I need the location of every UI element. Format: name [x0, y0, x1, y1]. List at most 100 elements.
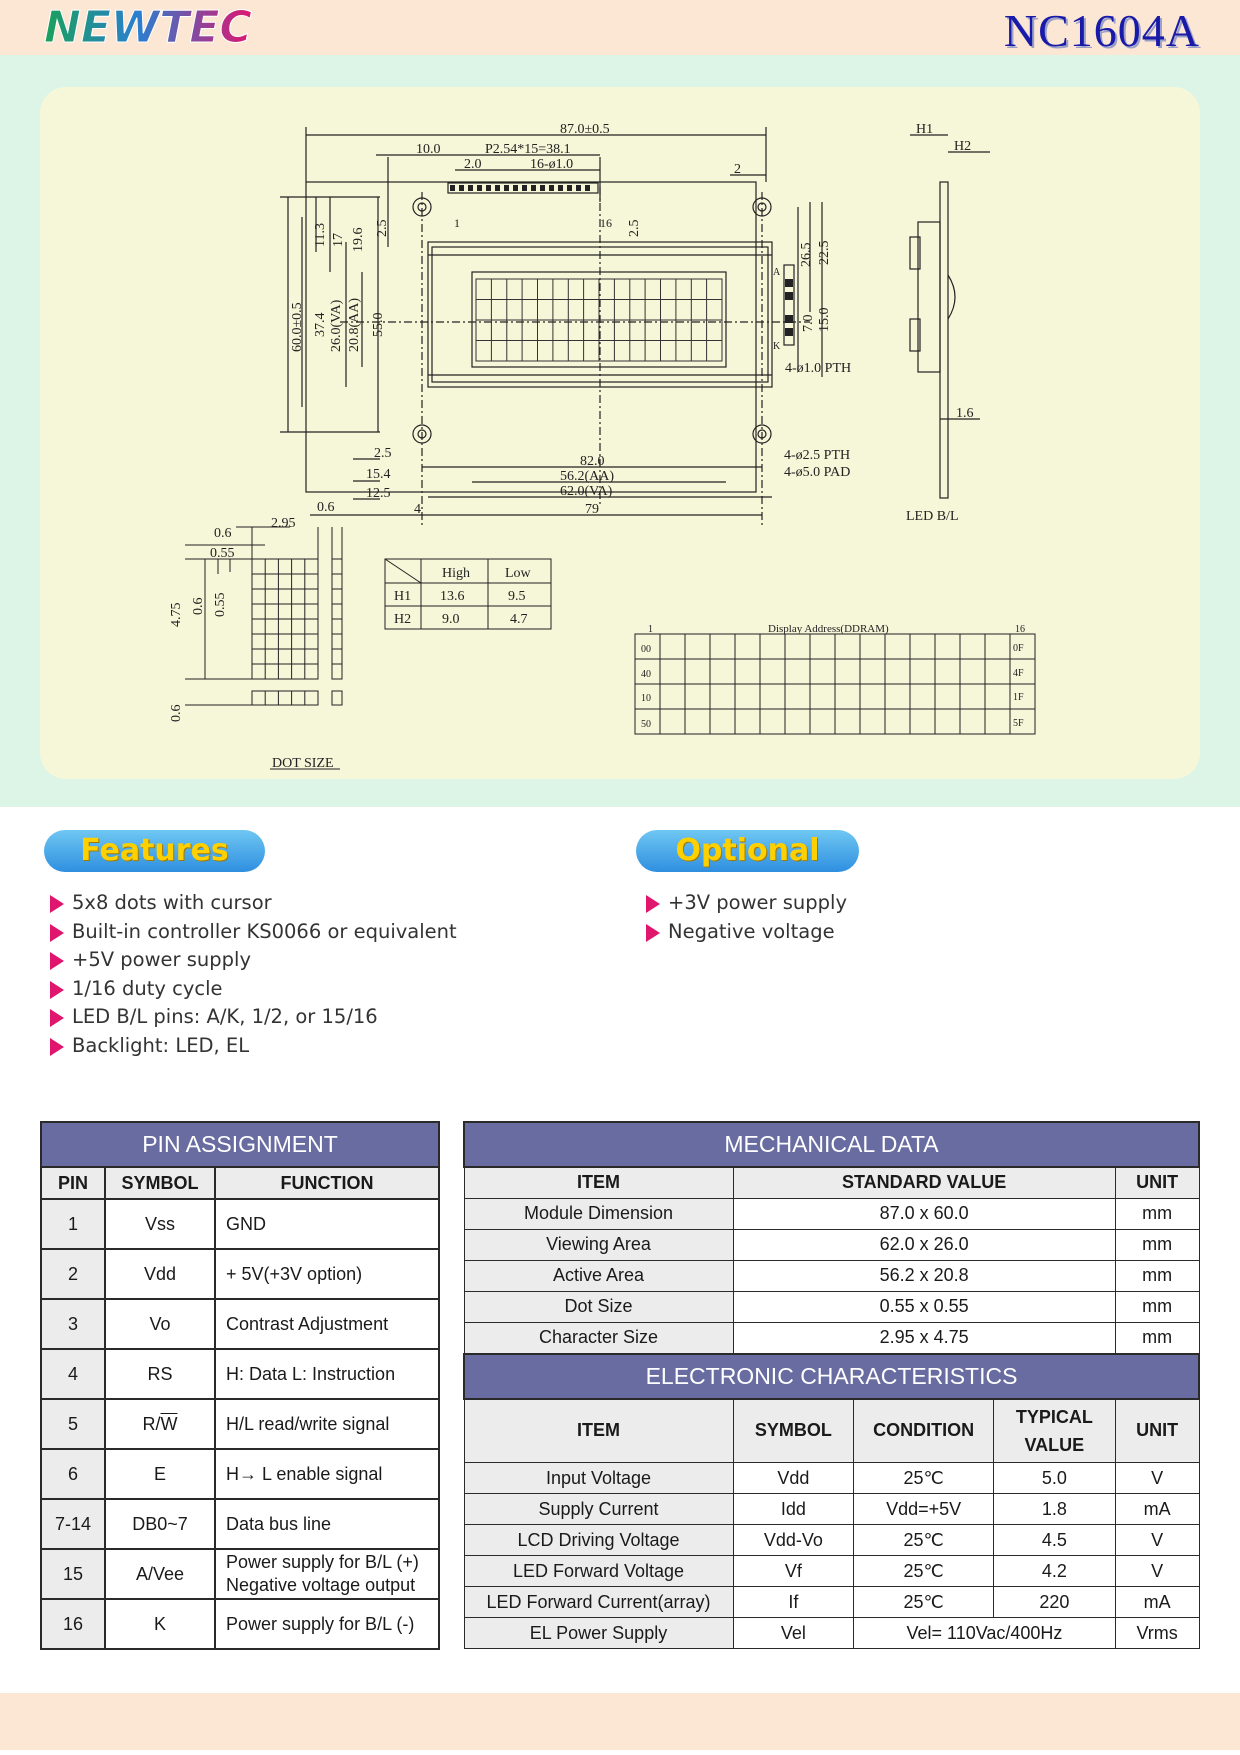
optional-list: +3V power supply Negative voltage	[646, 889, 847, 946]
feature-text: Built-in controller KS0066 or equivalent	[72, 919, 457, 943]
drawing-panel: 87.0±0.5 10.0 P2.54*15=38.1 2.0 16-ø1.0 …	[40, 87, 1200, 779]
pin-function: Power supply for B/L (-)	[214, 1598, 440, 1650]
dot-v-0-6: 0.6	[191, 598, 206, 616]
elec-symbol: Idd	[732, 1493, 855, 1525]
elec-item: Input Voltage	[463, 1462, 734, 1494]
pin-function: H/L read/write signal	[214, 1398, 440, 1450]
elec-value: 1.8	[992, 1493, 1116, 1525]
ddram-row-end: 0F	[1013, 643, 1024, 654]
pin-symbol: DB0~7	[104, 1498, 216, 1550]
elec-condition: Vel= 110Vac/400Hz	[853, 1617, 1116, 1649]
dot-2-95: 2.95	[271, 516, 296, 531]
dim-bot-56-2: 56.2(AA)	[560, 469, 614, 484]
h-table-h1: H1	[394, 589, 411, 604]
ddram-row-end: 4F	[1013, 668, 1024, 679]
dot-size-caption: DOT SIZE	[272, 756, 334, 771]
elec-item: EL Power Supply	[463, 1617, 734, 1649]
elec-item: LED Forward Current(array)	[463, 1586, 734, 1618]
list-item: +3V power supply	[646, 889, 847, 918]
features-title: Features	[80, 833, 229, 868]
pin-symbol: RS	[104, 1348, 216, 1400]
mech-unit: mm	[1114, 1197, 1200, 1230]
pin-symbol: R/W	[104, 1398, 216, 1450]
bullet-icon	[50, 952, 64, 971]
h-table-h1-high: 13.6	[440, 589, 465, 604]
dim-overall-width: 87.0±0.5	[560, 122, 610, 137]
elec-item: LED Forward Voltage	[463, 1555, 734, 1587]
mech-value: 56.2 x 20.8	[732, 1259, 1116, 1292]
dim-pth-1: 4-ø1.0 PTH	[785, 361, 851, 376]
dim-bot-12-5: 12.5	[366, 486, 391, 501]
ddram-title: Display Address(DDRAM)	[768, 623, 889, 635]
mech-item-header: ITEM	[463, 1166, 734, 1199]
elec-typical-line2: VALUE	[1024, 1434, 1085, 1455]
header-bar: NEWTEC NC1604A	[0, 0, 1240, 56]
dim-26-5: 26.5	[799, 243, 814, 268]
viewing-area	[471, 271, 727, 368]
mech-value: 62.0 x 26.0	[732, 1228, 1116, 1261]
ddram-row-start: 50	[641, 719, 651, 730]
h-table-h2-high: 9.0	[442, 612, 460, 627]
pin-symbol: Vo	[104, 1298, 216, 1350]
pin-number: 5	[40, 1398, 106, 1450]
pin-symbol: Vdd	[104, 1248, 216, 1300]
bullet-icon	[646, 895, 660, 913]
pin16-label: 16	[600, 216, 612, 230]
elec-unit: V	[1114, 1462, 1200, 1494]
mech-unit: mm	[1114, 1259, 1200, 1292]
dim-60: 60.0±0.5	[290, 302, 305, 352]
optional-title: Optional	[675, 833, 820, 868]
h-table-lines	[384, 558, 552, 630]
function-col-header: FUNCTION	[214, 1166, 440, 1200]
brand-logo: NEWTEC	[44, 2, 253, 50]
elec-unit: Vrms	[1114, 1617, 1200, 1649]
dot-0-6b: 0.6	[214, 526, 232, 541]
side-h1: H1	[916, 122, 933, 137]
elec-condition: 25℃	[853, 1524, 994, 1556]
dim-2-5-right: 2.5	[627, 220, 642, 238]
mech-value-header: STANDARD VALUE	[732, 1166, 1116, 1199]
pcb-outline	[305, 181, 757, 493]
pin-number: 7-14	[40, 1498, 106, 1550]
mech-item: Character Size	[463, 1321, 734, 1354]
pin-symbol: Vss	[104, 1198, 216, 1250]
ddram-row-start: 00	[641, 644, 651, 655]
dim-pth-2-5: 4-ø2.5 PTH	[784, 448, 850, 463]
elec-unit: V	[1114, 1555, 1200, 1587]
features-heading: Features	[44, 830, 265, 872]
pin-function: Contrast Adjustment	[214, 1298, 440, 1350]
elec-symbol: Vel	[732, 1617, 855, 1649]
mechanical-title: MECHANICAL DATA	[463, 1121, 1200, 1168]
list-item: LED B/L pins: A/K, 1/2, or 15/16	[50, 1003, 457, 1032]
mech-unit: mm	[1114, 1321, 1200, 1354]
mech-value: 2.95 x 4.75	[732, 1321, 1116, 1354]
dot-size-grid	[185, 526, 343, 770]
dim-bot-4: 4	[414, 502, 421, 517]
ddram-row-end: 5F	[1013, 718, 1024, 729]
elec-condition: 25℃	[853, 1462, 994, 1494]
side-led-bl: LED B/L	[906, 509, 959, 524]
model-number: NC1604A	[1003, 5, 1200, 56]
elec-symbol: Vdd-Vo	[732, 1524, 855, 1556]
ddram-row-start: 10	[641, 693, 651, 704]
list-item: +5V power supply	[50, 946, 457, 975]
dim-22-5: 22.5	[817, 241, 832, 266]
dim-26-va: 26.0(VA)	[329, 299, 344, 352]
pin-number: 3	[40, 1298, 106, 1350]
list-item: Negative voltage	[646, 918, 847, 947]
elec-item-header: ITEM	[463, 1398, 734, 1463]
ddram-row-start: 40	[641, 669, 651, 680]
elec-symbol: Vf	[732, 1555, 855, 1587]
pin-function: GND	[214, 1198, 440, 1250]
bullet-icon	[50, 1009, 64, 1028]
h-table-h2-low: 4.7	[510, 612, 528, 627]
dim-37-4: 37.4	[313, 313, 328, 338]
